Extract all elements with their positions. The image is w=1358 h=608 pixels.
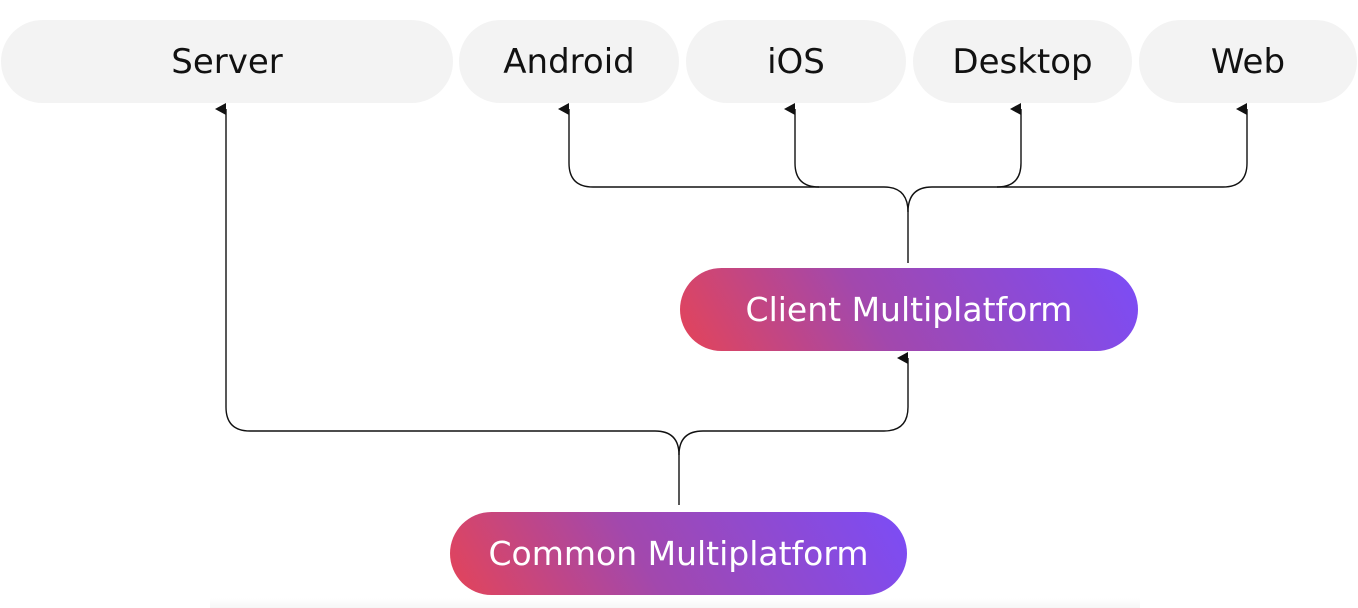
target-ios-label: iOS [767, 41, 825, 82]
target-desktop-label: Desktop [952, 41, 1093, 82]
target-web: Web [1139, 20, 1357, 103]
client-multiplatform-module: Client Multiplatform [680, 268, 1138, 351]
target-ios: iOS [686, 20, 906, 103]
connector-common-to-client [678, 352, 909, 456]
connector-client-to-android [558, 103, 909, 263]
connector-client-to-desktop [996, 103, 1022, 188]
target-server-label: Server [171, 41, 283, 82]
common-multiplatform-label: Common Multiplatform [488, 534, 869, 573]
target-android-label: Android [503, 41, 635, 82]
connector-client-to-ios [784, 103, 820, 188]
bottom-fade [210, 598, 1140, 608]
connector-common-to-server [215, 103, 680, 505]
connector-client-to-web [907, 103, 1248, 213]
target-server: Server [1, 20, 453, 103]
target-desktop: Desktop [913, 20, 1132, 103]
common-multiplatform-module: Common Multiplatform [450, 512, 907, 595]
target-web-label: Web [1210, 41, 1286, 82]
target-android: Android [459, 20, 679, 103]
client-multiplatform-label: Client Multiplatform [745, 290, 1073, 329]
